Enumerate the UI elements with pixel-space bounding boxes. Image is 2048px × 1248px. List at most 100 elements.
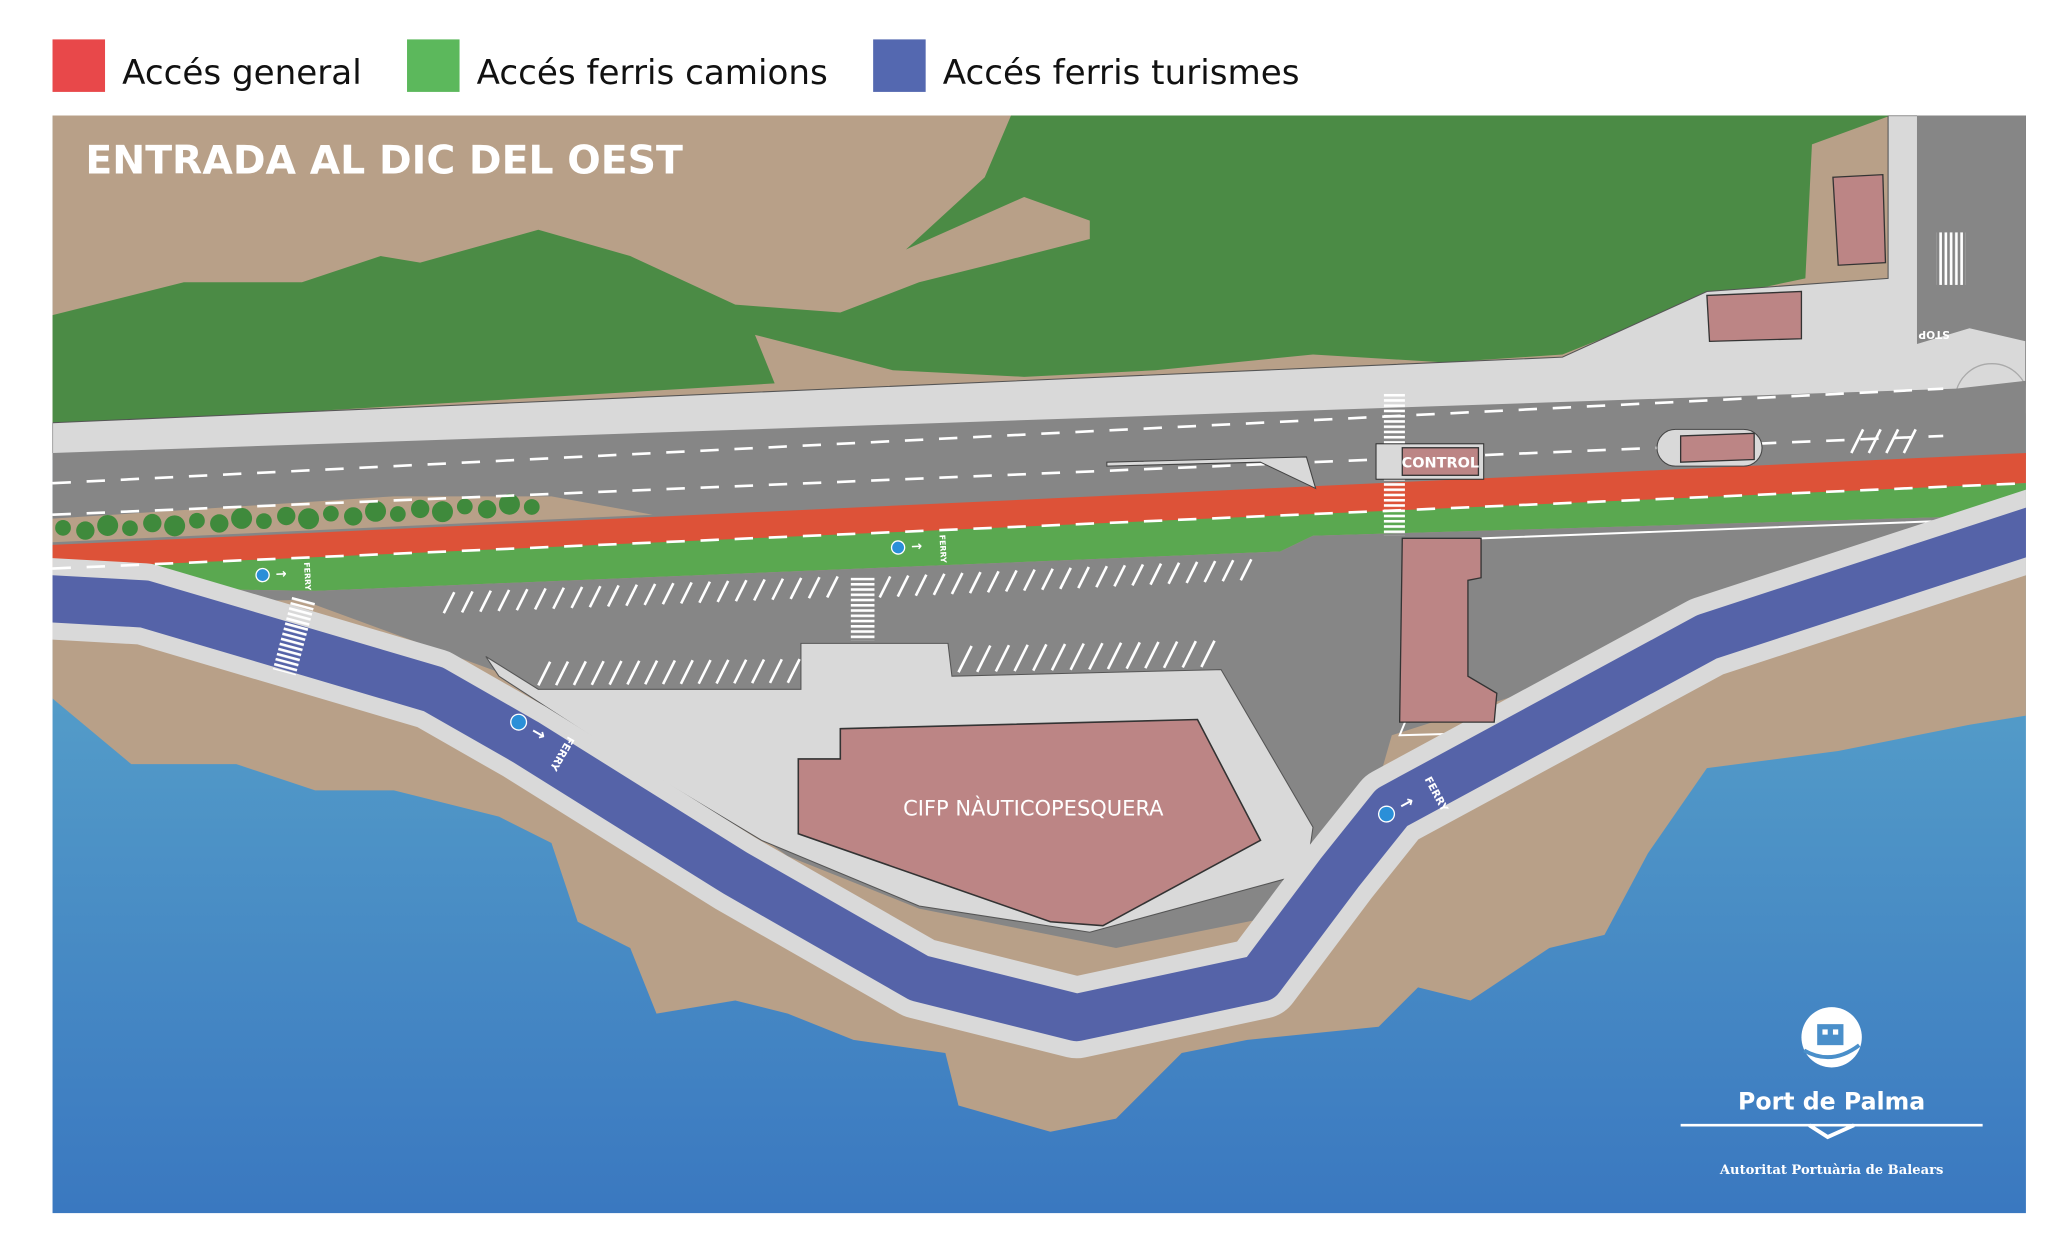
legend-label-cars: Accés ferris turismes <box>943 53 1300 93</box>
road-vertical <box>1916 115 2026 345</box>
parking-space-line <box>1902 428 1917 454</box>
parking-space-line <box>1077 566 1090 589</box>
map-canvas: CIFP NÀUTICOPESQUERA CONTROL STOP → FERR… <box>52 115 2026 1214</box>
parking-space-line <box>1200 640 1216 668</box>
legend-swatch-general <box>52 39 106 92</box>
parking-space-line <box>950 572 964 595</box>
tree-icon <box>389 506 406 522</box>
parking-space-line <box>1113 564 1127 587</box>
parking-space-line <box>1022 568 1036 592</box>
parking-space-line <box>554 660 570 686</box>
parking-space-line <box>1885 428 1900 454</box>
parking-space-line <box>588 585 602 608</box>
parking-space-line <box>968 571 982 594</box>
parking-space-line <box>986 570 1000 593</box>
parking-space-line <box>994 644 1011 673</box>
logo-subtitle: Autoritat Portuària de Balears <box>1719 1163 1944 1178</box>
ferry-icon <box>255 567 270 583</box>
tree-icon <box>277 506 296 526</box>
parking-space-line <box>1221 559 1235 582</box>
trees <box>55 493 540 540</box>
parking-space-line <box>1162 640 1179 669</box>
parking-space-line <box>497 589 511 612</box>
legend-swatch-cars <box>873 39 926 92</box>
tree-icon <box>322 505 339 522</box>
parking-space-line <box>734 579 748 602</box>
parking-space-line <box>1181 640 1198 668</box>
parking-space-line <box>679 659 694 685</box>
tree-icon <box>477 500 497 519</box>
legend-label-general: Accés general <box>122 53 362 93</box>
parking-space-line <box>896 574 910 598</box>
parking-space-line <box>1144 641 1160 669</box>
tree-icon <box>189 512 205 529</box>
parking-space-line <box>1041 568 1054 591</box>
ferry-icon <box>510 713 528 731</box>
stop-marking: STOP <box>1918 328 1950 340</box>
parking-space-line <box>608 660 623 686</box>
tree-icon <box>76 521 95 540</box>
lane-marking <box>52 434 1944 517</box>
parking-space-line <box>552 587 566 610</box>
parking-space-line <box>661 582 675 605</box>
parking-space-line <box>1149 563 1163 586</box>
parking-space-line <box>537 661 552 686</box>
parking-space-line <box>1088 642 1104 671</box>
legend-label-trucks: Accés ferris camions <box>477 53 828 93</box>
parking-space-line <box>1167 562 1181 585</box>
port-de-palma-logo: Port de Palma Autoritat Portuària de Bal… <box>1680 1007 1983 1178</box>
parking-space-line <box>644 660 659 685</box>
map-title: ENTRADA AL DIC DEL OEST <box>85 137 683 183</box>
parking-space-line <box>460 590 474 614</box>
tree-icon <box>55 519 71 536</box>
parking-space-line <box>643 583 657 606</box>
parking-space-line <box>572 660 587 686</box>
parking-space-line <box>1050 643 1067 671</box>
legend-swatch-trucks <box>407 39 460 92</box>
building <box>1679 432 1755 463</box>
parking-space-line <box>771 578 785 601</box>
tree-icon <box>143 513 162 533</box>
arrow-icon: → <box>275 567 287 583</box>
tree-icon <box>164 515 186 537</box>
lane-marking <box>52 481 2026 570</box>
parking-space-line <box>789 577 803 600</box>
tree-icon <box>410 499 430 519</box>
crosswalk <box>1936 232 1966 285</box>
tree-icon <box>456 498 473 515</box>
legend: Accés general Accés ferris camions Accés… <box>52 39 1300 93</box>
lane-marking <box>52 387 1944 485</box>
parking-space-line <box>715 659 730 685</box>
arrow-icon: → <box>911 539 923 555</box>
parking-space-line <box>533 587 547 611</box>
crosswalk <box>272 595 316 676</box>
tree-icon <box>256 513 272 530</box>
building-cifp <box>797 718 1262 927</box>
parking-space-line <box>590 660 605 686</box>
parking-space-line <box>1032 643 1048 672</box>
parking-space-line <box>1131 563 1145 587</box>
parking-space-line <box>932 573 946 596</box>
parking-space-line <box>750 658 766 684</box>
parking-space-line <box>679 581 693 605</box>
parking-space-line <box>733 659 748 684</box>
parking-space-line <box>826 575 839 599</box>
parking-space-line <box>786 658 801 684</box>
control-booth <box>1401 447 1480 476</box>
parking-space-line <box>807 576 821 599</box>
ferry-icon <box>890 540 906 555</box>
parking-space-line <box>957 645 973 673</box>
parking-space-line <box>1069 642 1085 671</box>
parking-space-line <box>606 584 620 608</box>
tree-icon <box>122 520 138 537</box>
parking-space-line <box>1850 428 1865 454</box>
tree-icon <box>498 493 520 515</box>
parking-space-line <box>625 584 639 607</box>
tree-icon <box>431 501 453 523</box>
building <box>1832 173 1887 266</box>
parking-space-line <box>914 574 928 597</box>
crosswalk <box>850 577 875 641</box>
tree-icon <box>344 507 363 526</box>
tree-icon <box>231 507 253 529</box>
